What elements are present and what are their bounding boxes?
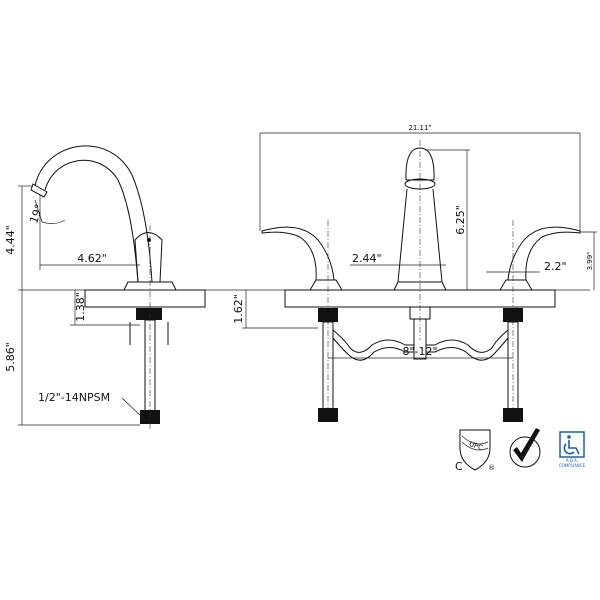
checkmark-certification-icon	[509, 428, 541, 468]
reach-label: 4.62"	[77, 252, 107, 265]
side-shank	[144, 319, 156, 416]
spout-outline-inner	[44, 159, 139, 283]
spout-base-label: 2.44"	[352, 252, 382, 265]
left-handle	[261, 226, 335, 281]
front-view: 21.11" 6.25" 2.44" 2.2" 3.99" 1.62" 8"-1…	[232, 124, 597, 422]
spread-label: 8"-12"	[402, 345, 437, 358]
side-mount-nut	[136, 308, 162, 320]
angle-label: 19°	[27, 202, 46, 225]
aerator	[30, 183, 48, 198]
handle-base-label: 2.2"	[544, 260, 567, 273]
side-deck	[84, 289, 206, 308]
shank-length-label: 5.86"	[4, 342, 17, 372]
handle-side	[134, 232, 163, 283]
right-hose	[426, 329, 509, 353]
spout-height-label: 6.25"	[454, 205, 467, 235]
upc-label: UPC	[468, 440, 484, 452]
thread-label: 1/2"-14NPSM	[38, 391, 110, 404]
ada-label: A.D.A.	[566, 458, 578, 463]
left-hose	[332, 329, 414, 353]
deck-thickness-label: 1.62"	[232, 294, 245, 324]
upc-certification-icon: UPC C ®	[455, 429, 495, 473]
ada-compliance-icon: A.D.A. COMPLIANCE	[559, 431, 586, 468]
deck-height-label: 1.38"	[74, 292, 87, 322]
overall-width-label: 21.11"	[408, 124, 431, 132]
height-label: 4.44"	[4, 225, 17, 255]
compliance-label: COMPLIANCE	[559, 463, 586, 468]
wheelchair-icon	[567, 435, 571, 439]
spout-body	[397, 188, 443, 283]
spout-outline-outer	[34, 145, 153, 283]
c-label: C	[455, 460, 463, 473]
side-view: 4.44" 5.86" 19° 4.62" 1.38" 1/2"-14NPSM	[4, 145, 206, 430]
handle-height-label: 3.99"	[586, 252, 594, 271]
registered-mark: ®	[488, 464, 495, 472]
